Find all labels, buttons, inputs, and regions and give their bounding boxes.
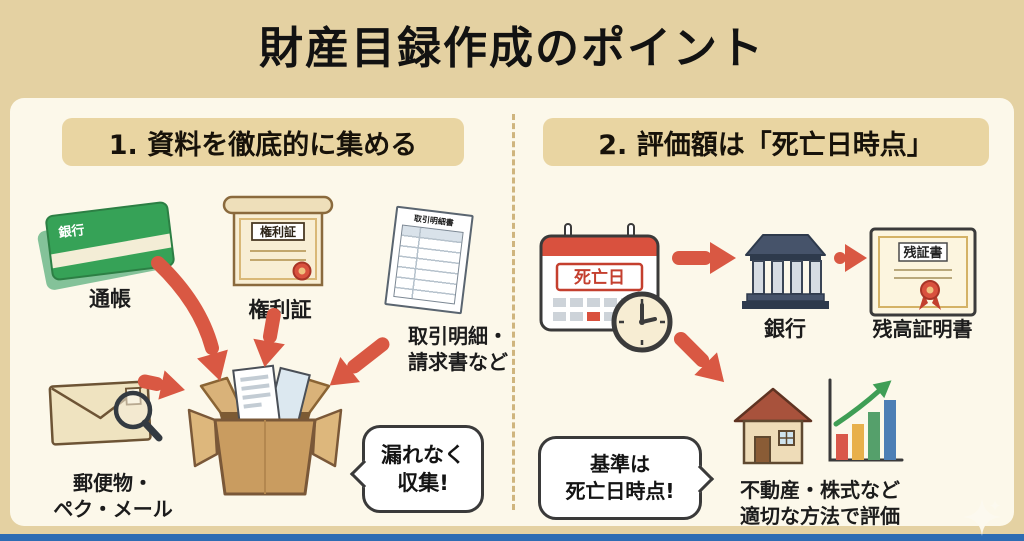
ribbon-seal-icon: [919, 280, 941, 310]
magnifier-icon: [113, 390, 163, 442]
certificate-icon: 残証書: [869, 227, 977, 317]
certificate-icon-text: 残証書: [903, 245, 942, 261]
bankbook-text: 銀行: [57, 223, 86, 242]
bankbook-label: 通帳: [89, 287, 131, 311]
deed-icon-text: 権利証: [260, 224, 296, 239]
bottom-accent-bar: [0, 534, 1024, 541]
arrow-bank-to-certificate: [834, 244, 867, 272]
mail-label: 郵便物・ ペク・メール: [53, 471, 173, 521]
house-icon: [733, 387, 813, 465]
cardboard-box-icon: [187, 364, 343, 496]
arrow-calendar-to-bank: [672, 242, 736, 274]
collect-speech-bubble: 漏れなく 収集!: [362, 425, 484, 513]
bank-label: 銀行: [764, 317, 806, 341]
clock-icon: [611, 291, 673, 353]
statement-label: 取引明細・ 請求書など: [408, 324, 508, 374]
statement-doc-icon: 取引明細書: [384, 205, 474, 315]
calendar-date-text: 死亡日: [574, 267, 625, 288]
valuation-label: 不動産・株式など 適切な方法で評価: [740, 478, 900, 528]
envelope-icon: [48, 380, 163, 446]
trend-arrow-icon: [833, 380, 892, 427]
house-window: [778, 430, 795, 446]
bankbook-icon: 銀行: [36, 200, 176, 292]
right-section-header: 2. 評価額は「死亡日時点」: [543, 118, 989, 166]
sparkle-icon: [963, 498, 1001, 536]
content-panel: 1. 資料を徹底的に集める 銀行 通帳 権利証 権利証 取引明細書: [10, 98, 1014, 528]
certificate-label: 残高証明書: [872, 317, 973, 341]
stock-chart-icon: [828, 378, 904, 462]
panel-divider: [512, 114, 515, 510]
statement-doc-table: [393, 224, 464, 305]
page-title: 財産目録作成のポイント: [259, 23, 765, 74]
deed-scroll-icon: 権利証: [222, 195, 334, 287]
left-section-header: 1. 資料を徹底的に集める: [62, 118, 464, 166]
box-paper-lined: [232, 364, 281, 428]
arrow-clock-to-assets: [673, 331, 725, 383]
deed-label: 権利証: [248, 298, 312, 322]
bank-icon: [742, 234, 829, 309]
basis-speech-bubble: 基準は 死亡日時点!: [538, 436, 702, 520]
